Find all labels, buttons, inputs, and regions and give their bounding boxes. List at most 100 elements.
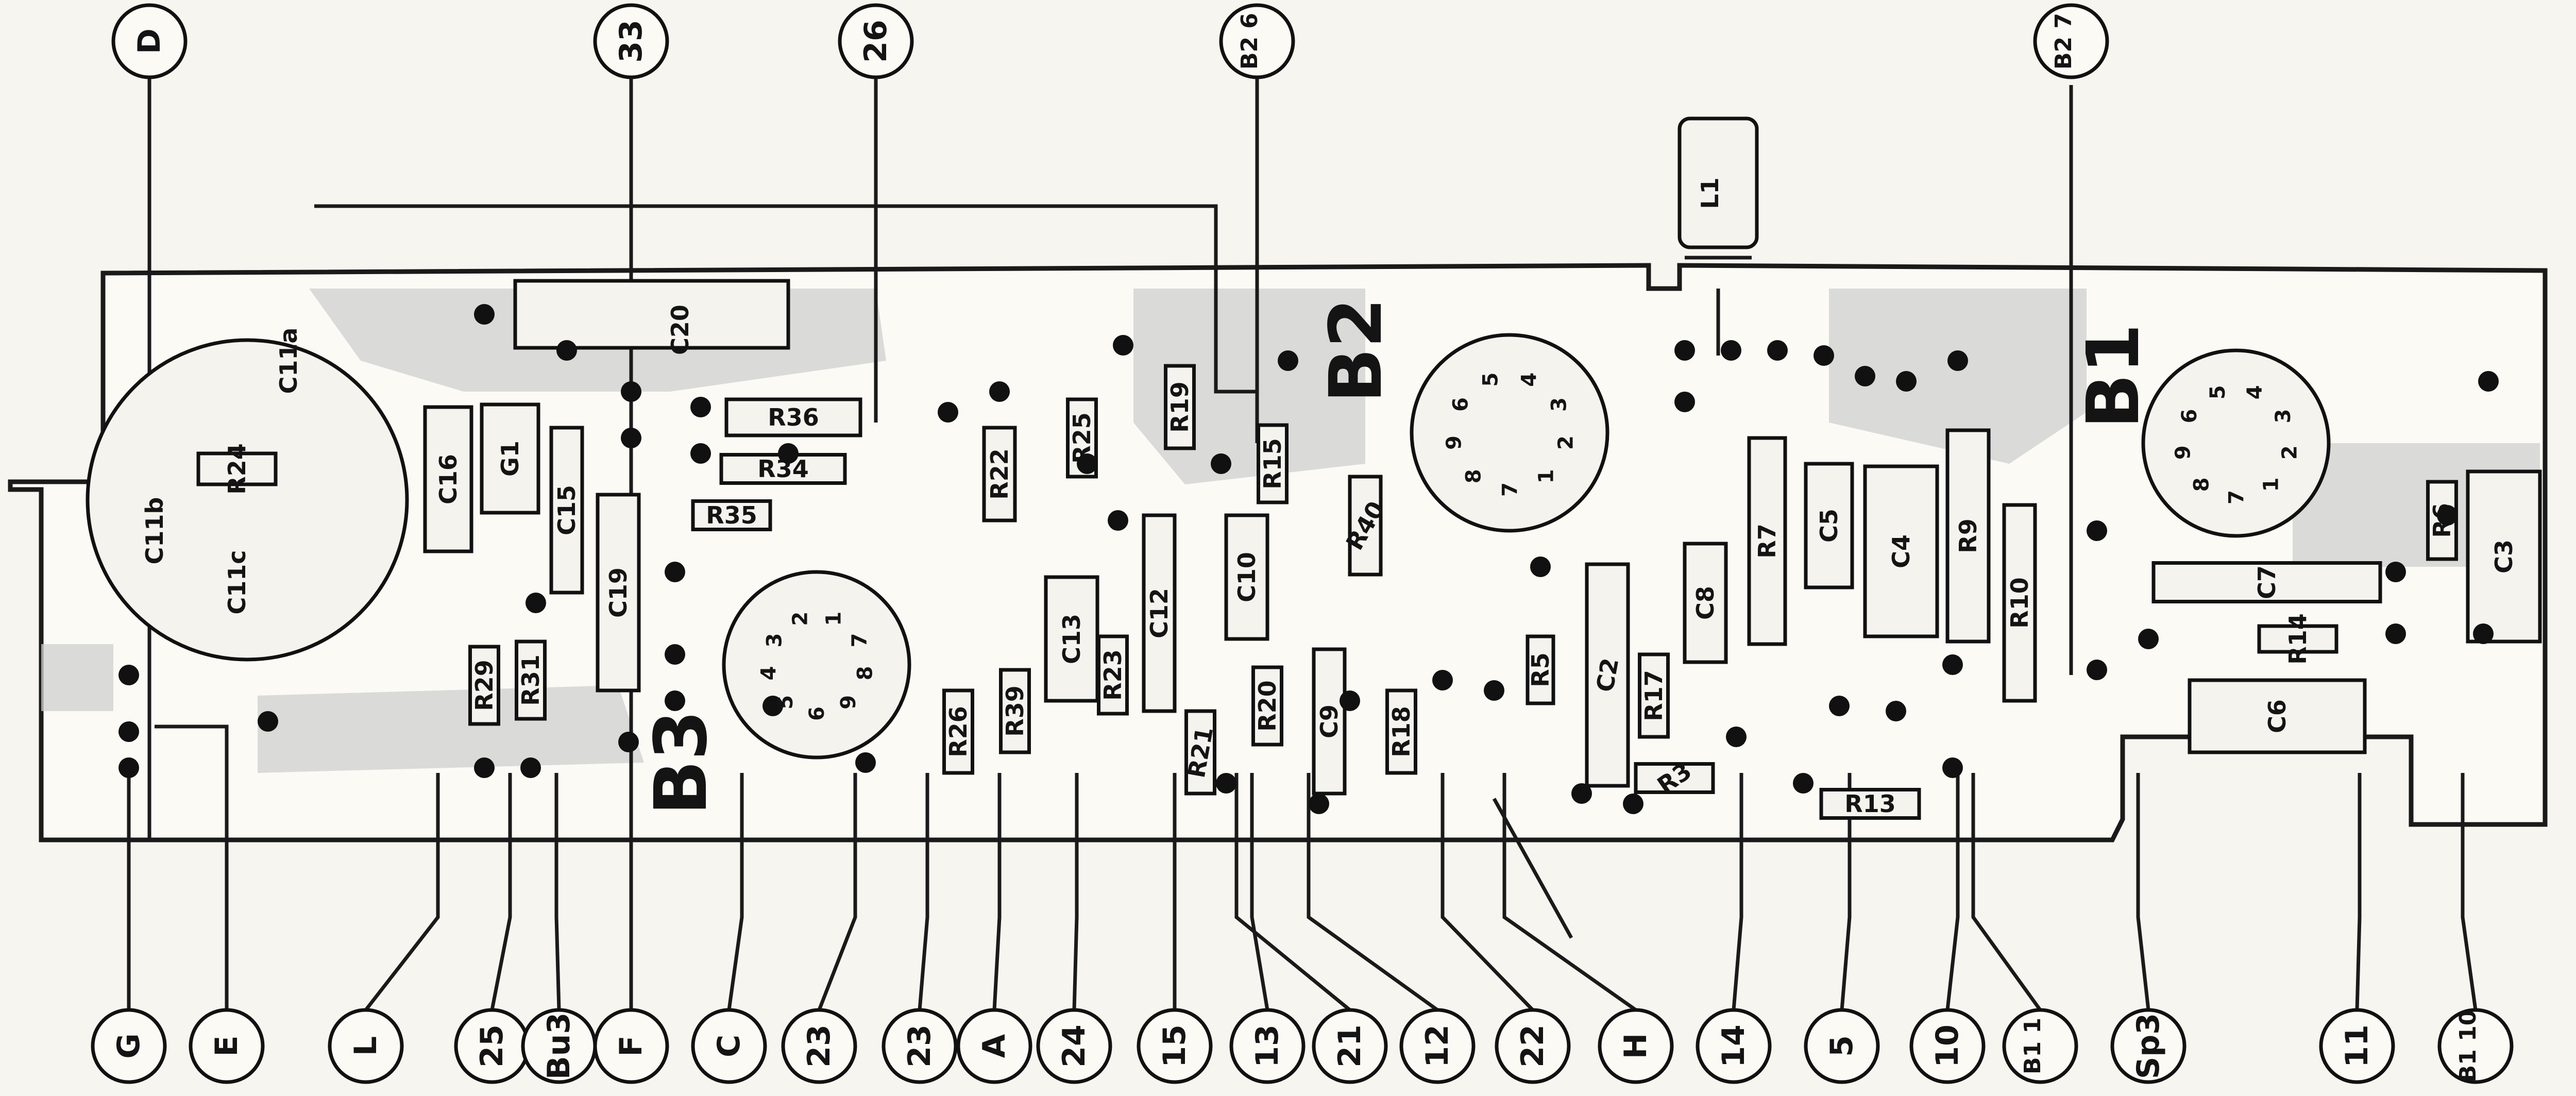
pin-b1-4: 5: [2206, 385, 2230, 399]
bottom-connector-2-circle: [328, 1008, 404, 1084]
component-c15: C15: [549, 426, 584, 595]
bottom-connector-18: 5: [1804, 1008, 1880, 1084]
bottom-connector-14-label: 12: [1419, 1024, 1455, 1068]
body-r22: [982, 426, 1017, 522]
leader-4: [554, 773, 561, 1010]
pin-b1-3: 6: [2178, 409, 2201, 424]
solder-pad: [118, 721, 139, 742]
label-r14: R14: [2284, 613, 2312, 664]
label-r23: R23: [1099, 649, 1127, 700]
label-c11a: C11a: [275, 328, 302, 394]
label-r39: R39: [1001, 685, 1029, 736]
bottom-connector-18-circle: [1804, 1008, 1880, 1084]
label-c2: C2: [1591, 656, 1624, 694]
solder-pad: [2437, 505, 2458, 526]
component-r14: R14: [2257, 613, 2338, 665]
label-c11c: C11c: [223, 550, 251, 614]
solder-pad: [665, 562, 685, 582]
solder-pad: [1767, 340, 1788, 361]
solder-pad: [1530, 557, 1551, 577]
body-r13: [1819, 788, 1921, 820]
component-r18: R18: [1385, 688, 1417, 775]
bottom-connector-21: Sp3: [2110, 1008, 2187, 1084]
top-connector-b2-7-circle: [2033, 3, 2109, 79]
label-r9: R9: [1954, 518, 1982, 553]
leader-20: [1971, 773, 2042, 1011]
bottom-connector-19: 10: [1909, 1008, 1986, 1084]
bottom-connector-1-label: E: [209, 1036, 245, 1057]
component-r5: R5: [1526, 634, 1555, 705]
pin-b1-8: 1: [2259, 478, 2283, 492]
solder-pad: [1886, 701, 1906, 721]
solder-pad: [1942, 757, 1963, 778]
label-c13: C13: [1058, 614, 1086, 664]
solder-pad: [1896, 371, 1917, 392]
solder-pad: [690, 443, 711, 464]
solder-pad: [1947, 350, 1968, 371]
leader-13: [1234, 773, 1351, 1011]
label-c9: C9: [1315, 704, 1343, 738]
body-r36: [724, 397, 862, 437]
body-r31: [515, 639, 547, 721]
coil-l1: L1: [1677, 116, 1759, 249]
body-c16: [423, 405, 473, 553]
leader-19: [1945, 773, 1960, 1010]
body-r5: [1526, 634, 1555, 705]
tube-socket-b1: [2141, 348, 2331, 538]
body-c4: [1863, 464, 1939, 638]
leader-12: [1250, 773, 1269, 1010]
bottom-connector-17: 14: [1696, 1008, 1772, 1084]
bottom-connector-5: F: [593, 1008, 669, 1084]
component-c8: C8: [1683, 542, 1728, 664]
bottom-connector-5-label: F: [613, 1036, 649, 1057]
component-r31: R31: [515, 639, 547, 721]
component-c16: C16: [423, 405, 473, 553]
solder-pad: [2087, 660, 2107, 680]
body-r19: [1164, 364, 1196, 450]
component-r10: R10: [2002, 503, 2037, 703]
solder-pad: [2473, 623, 2494, 644]
component-c11b: C11b: [141, 497, 168, 565]
solder-pad: [2478, 371, 2499, 392]
top-connector-d-label: D: [131, 28, 167, 54]
bottom-connector-12-circle: [1229, 1008, 1306, 1084]
pin-b3-6: 7: [848, 633, 871, 648]
label-c7: C7: [2253, 565, 2281, 599]
leader-14: [1307, 773, 1439, 1011]
solder-pad: [118, 665, 139, 685]
body-r7: [1747, 436, 1787, 646]
label-c15: C15: [553, 485, 581, 535]
body-c10: [1224, 513, 1269, 641]
label-r10: R10: [2006, 577, 2033, 628]
pin-b3-7: 8: [854, 666, 877, 681]
body-r26: [942, 688, 974, 775]
leader-7: [817, 773, 857, 1011]
bottom-connector-18-label: 5: [1824, 1035, 1860, 1057]
solder-pad: [989, 381, 1010, 402]
label-r18: R18: [1387, 706, 1415, 757]
pin-b2-8: 1: [1535, 469, 1558, 483]
body-r3: [1634, 762, 1715, 794]
capacitor-c20: [513, 279, 790, 350]
solder-pad: [474, 304, 495, 325]
bottom-connector-21-label: Sp3: [2130, 1013, 2166, 1079]
bottom-connector-14: 12: [1399, 1008, 1476, 1084]
label-r24: R24: [223, 443, 251, 494]
body-c2: [1585, 562, 1630, 788]
body-g1: [480, 402, 540, 515]
solder-pad: [1721, 340, 1741, 361]
label-c20: C20: [666, 305, 694, 355]
bottom-connector-13: 21: [1312, 1008, 1388, 1084]
component-c19: C19: [596, 493, 641, 693]
component-r29: R29: [468, 645, 500, 726]
solder-pad: [520, 757, 541, 778]
pin-b3-2: 4: [757, 666, 781, 681]
bottom-connector-7-circle: [781, 1008, 857, 1084]
body-c9: [1312, 647, 1347, 796]
bottom-connector-17-label: 14: [1716, 1024, 1752, 1068]
solder-pad: [1571, 783, 1592, 804]
bottom-connector-6: C: [691, 1008, 767, 1084]
